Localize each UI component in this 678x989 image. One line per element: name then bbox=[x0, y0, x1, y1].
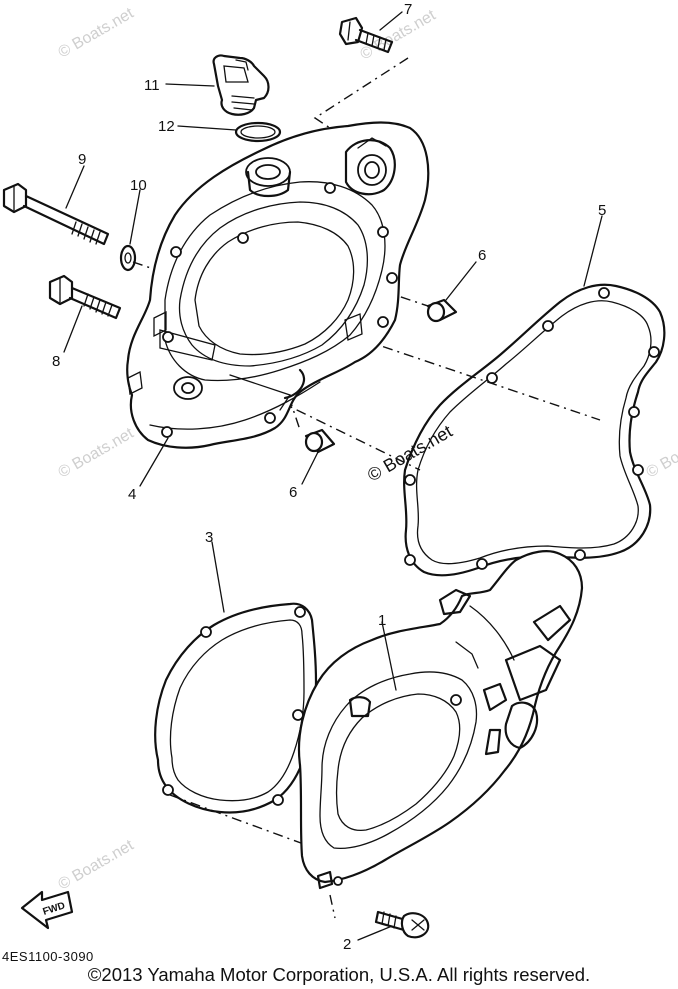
label-4: 4 bbox=[128, 486, 136, 503]
label-1: 1 bbox=[378, 612, 386, 629]
ignition-cover bbox=[297, 550, 584, 890]
copyright-notice: ©2013 Yamaha Motor Corporation, U.S.A. A… bbox=[87, 964, 591, 985]
dowel-pin-right bbox=[426, 298, 458, 323]
watermark-6: © Boats.net bbox=[644, 425, 678, 482]
long-bolt bbox=[2, 182, 110, 246]
screw bbox=[374, 910, 430, 939]
o-ring bbox=[234, 121, 282, 143]
watermark-3: © Boats.net bbox=[56, 425, 138, 482]
label-7: 7 bbox=[404, 1, 412, 18]
crankcase-cover bbox=[126, 121, 430, 449]
label-6-lower: 6 bbox=[289, 484, 297, 501]
bolt-left bbox=[48, 274, 122, 320]
dowel-pin-lower bbox=[304, 428, 336, 454]
label-12: 12 bbox=[158, 118, 175, 135]
part-number-labels: 1 2 3 4 5 6 6 7 8 9 10 11 12 bbox=[52, 1, 606, 953]
label-2: 2 bbox=[343, 936, 351, 953]
label-9: 9 bbox=[78, 151, 86, 168]
diagram-code: 4ES1100-3090 bbox=[2, 949, 94, 964]
label-3: 3 bbox=[205, 529, 213, 546]
bolt-top bbox=[338, 16, 394, 54]
label-6: 6 bbox=[478, 247, 486, 264]
label-10: 10 bbox=[130, 177, 147, 194]
ignition-cover-gasket bbox=[154, 602, 318, 814]
washer bbox=[119, 244, 137, 272]
label-11: 11 bbox=[144, 77, 160, 94]
oil-filler-cap bbox=[212, 54, 270, 116]
cover-gasket bbox=[403, 283, 666, 577]
watermark-1: © Boats.net bbox=[56, 5, 138, 62]
watermark-4: © Boats.net bbox=[56, 837, 138, 894]
fwd-arrow-icon: FWD bbox=[20, 890, 74, 930]
leader-lines bbox=[63, 11, 603, 941]
label-5: 5 bbox=[598, 202, 606, 219]
label-8: 8 bbox=[52, 353, 60, 370]
